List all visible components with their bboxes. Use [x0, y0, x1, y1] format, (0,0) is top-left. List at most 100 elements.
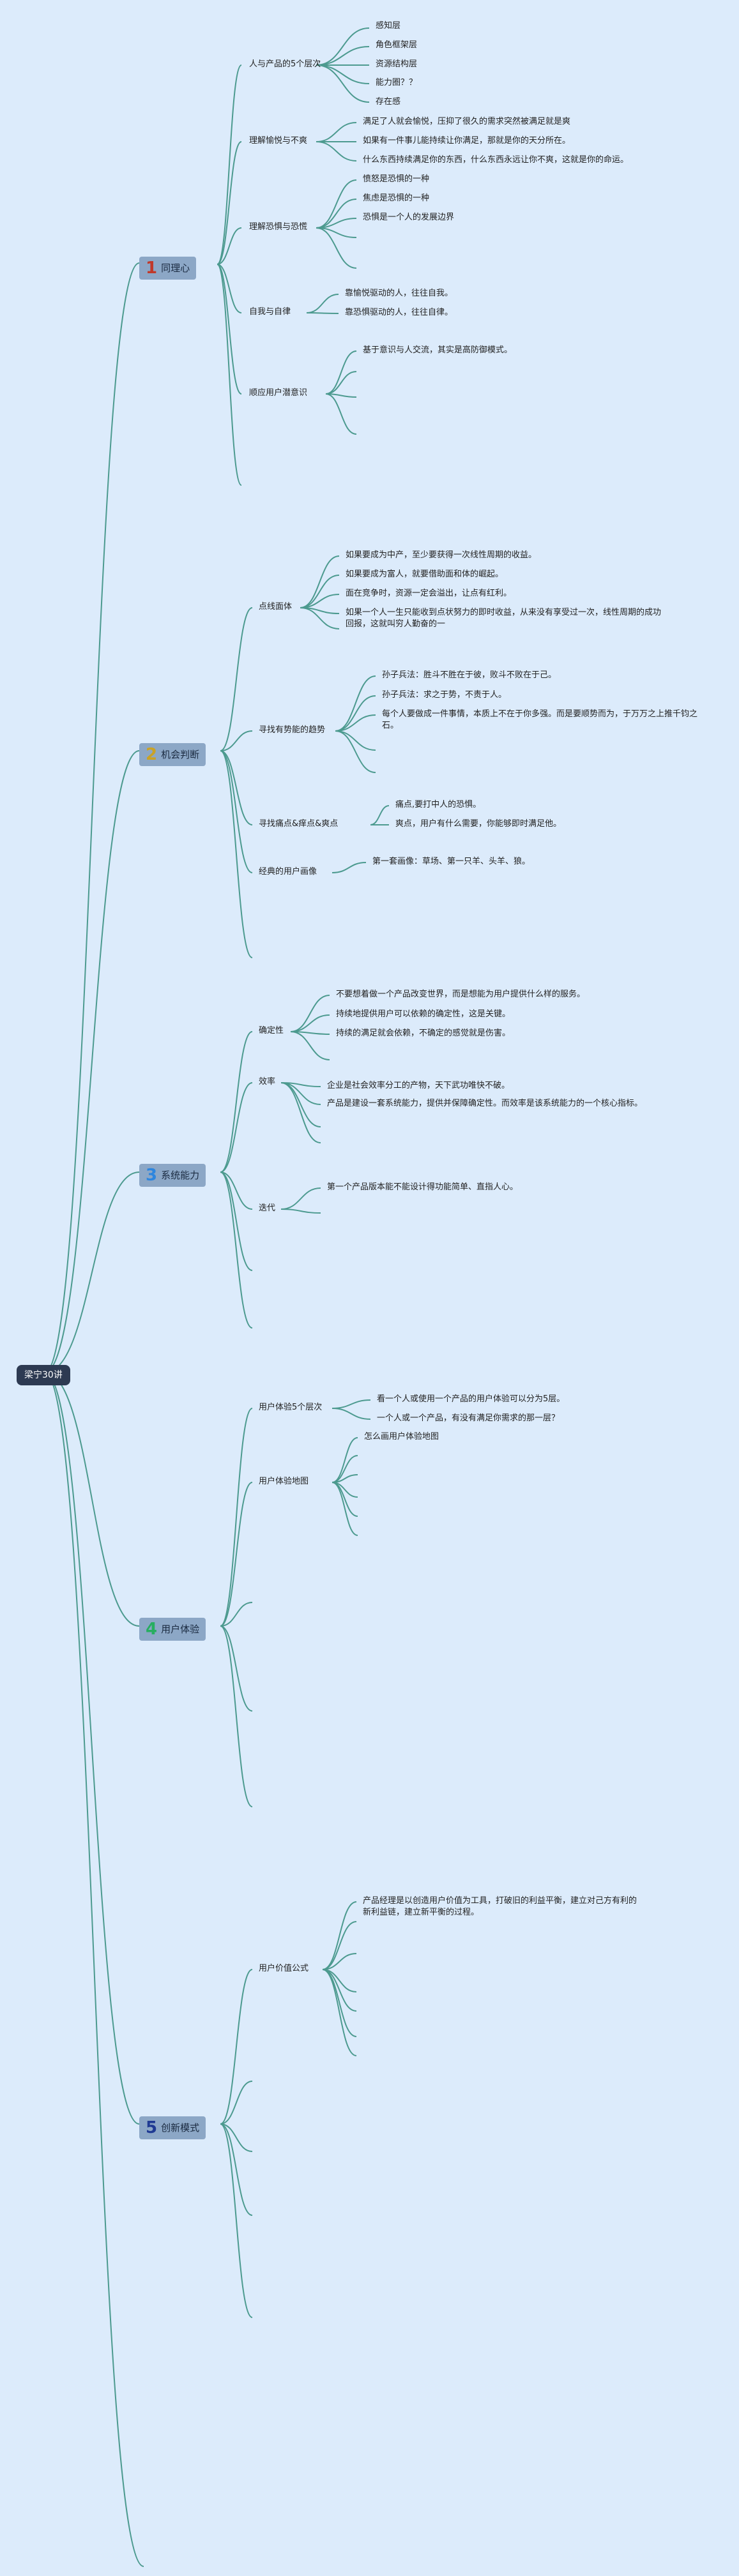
connector-line [217, 264, 242, 313]
topic-node[interactable]: 用户价值公式 [259, 1964, 309, 1973]
connector-line [316, 122, 357, 142]
connector-line [331, 1437, 358, 1483]
topic-node[interactable]: 自我与自律 [249, 307, 291, 317]
connector-line [220, 1625, 253, 1807]
branch-2[interactable]: 2 机会判断 [139, 743, 206, 766]
leaf-node[interactable]: 痛点,要打中人的恐惧。 [395, 800, 482, 810]
topic-node[interactable]: 迭代 [259, 1203, 276, 1213]
connector-line [322, 1953, 357, 1970]
leaf-node[interactable]: 产品是建设一套系统能力，提供并保障确定性。而效率是该系统能力的一个核心指标。 [327, 1099, 643, 1108]
topic-node[interactable]: 寻找有势能的趋势 [259, 725, 326, 735]
leaf-node[interactable]: 孙子兵法：求之于势，不责于人。 [382, 690, 507, 700]
connector-line [44, 1171, 140, 1373]
branch-3[interactable]: 3 系统能力 [139, 1164, 206, 1187]
leaf-node[interactable]: 爽点，用户有什么需要，你能够即时满足他。 [395, 819, 562, 829]
topic-node[interactable]: 经典的用户画像 [259, 867, 317, 877]
leaf-node[interactable]: 靠愉悦驱动的人，往往自我。 [345, 289, 453, 298]
connector-line [220, 1408, 253, 1627]
connector-line [300, 575, 340, 608]
leaf-node[interactable]: 第一套画像：草场、第一只羊、头羊、狼。 [372, 857, 531, 866]
leaf-node[interactable]: 存在感 [376, 97, 401, 107]
connector-line [217, 264, 242, 395]
connector-line [220, 2123, 253, 2216]
leaf-node[interactable]: 第一个产品版本能不能设计得功能简单、直指人心。 [327, 1182, 519, 1192]
leaf-node[interactable]: 持续的满足就会依赖，不确定的感觉就是伤害。 [336, 1028, 511, 1038]
topic-node[interactable]: 点线面体 [259, 602, 293, 612]
leaf-node[interactable]: 面在竞争时，资源一定会溢出，让点有红利。 [346, 589, 512, 598]
connector-line [220, 730, 253, 751]
leaf-node[interactable]: 一个人或一个产品，有没有满足你需求的那一层？ [377, 1413, 560, 1423]
connector-line [306, 294, 339, 313]
topic-node[interactable]: 顺应用户潜意识 [249, 388, 308, 398]
leaf-node[interactable]: 角色框架层 [376, 40, 418, 50]
topic-node[interactable]: 寻找痛点&痒点&爽点 [259, 819, 339, 829]
branch-number: 5 [146, 2118, 158, 2137]
connector-line [220, 1969, 253, 2125]
branch-1[interactable]: 1 同理心 [139, 257, 197, 280]
connector-line [44, 262, 140, 1373]
branch-number: 4 [146, 1620, 158, 1639]
branch-5[interactable]: 5 创新模式 [139, 2116, 206, 2139]
connector-line [316, 227, 357, 269]
connector-line [280, 1082, 321, 1127]
connector-line [220, 750, 253, 825]
branch-number: 3 [146, 1166, 158, 1185]
connector-line [316, 199, 357, 229]
leaf-node[interactable]: 不要想着做一个产品改变世界，而是想能为用户提供什么样的服务。 [336, 990, 586, 999]
leaf-node[interactable]: 资源结构层 [376, 59, 418, 69]
connector-line [290, 1014, 330, 1032]
topic-node[interactable]: 人与产品的5个层次 [249, 59, 321, 69]
leaf-node[interactable]: 愤怒是恐惧的一种 [363, 174, 430, 184]
connector-line [220, 2123, 253, 2318]
connector-line [300, 607, 340, 629]
leaf-node[interactable]: 企业是社会效率分工的产物，天下武功唯快不破。 [327, 1081, 510, 1090]
leaf-node[interactable]: 产品经理是以创造用户价值为工具，打破旧的利益平衡，建立对己方有利的新利益链，建立… [363, 1896, 637, 1917]
connector-line [331, 1399, 371, 1409]
branch-label: 机会判断 [161, 749, 200, 760]
leaf-node[interactable]: 怎么画用户体验地图 [364, 1432, 439, 1442]
branch-number: 2 [146, 745, 158, 764]
leaf-node[interactable]: 靠恐惧驱动的人，往往自律。 [345, 308, 453, 317]
leaf-node[interactable]: 如果要成为中产，至少要获得一次线性周期的收益。 [346, 550, 537, 560]
root-node[interactable]: 梁宁30讲 [17, 1365, 70, 1385]
leaf-node[interactable]: 能力圈？？ [376, 78, 418, 87]
leaf-node[interactable]: 焦虑是恐惧的一种 [363, 193, 430, 203]
leaf-node[interactable]: 恐惧是一个人的发展边界 [363, 213, 455, 222]
leaf-node[interactable]: 持续地提供用户可以依赖的确定性，这是关键。 [336, 1009, 511, 1019]
topic-node[interactable]: 用户体验5个层次 [259, 1403, 323, 1412]
connector-line [325, 393, 357, 435]
leaf-node[interactable]: 如果要成为富人，就要借助面和体的崛起。 [346, 569, 504, 579]
topic-node[interactable]: 理解恐惧与恐慌 [249, 222, 308, 232]
connector-line [335, 730, 376, 751]
connector-line [316, 27, 370, 66]
connector-line [217, 227, 242, 265]
connector-line [217, 64, 242, 265]
branch-label: 创新模式 [161, 2122, 200, 2134]
topic-node[interactable]: 理解愉悦与不爽 [249, 136, 308, 146]
leaf-node[interactable]: 看一个人或使用一个产品的用户体验可以分为5层。 [377, 1394, 565, 1404]
connector-line [290, 1031, 330, 1060]
connector-line [325, 371, 357, 395]
leaf-node[interactable]: 满足了人就会愉悦，压抑了很久的需求突然被满足就是爽 [363, 117, 571, 126]
connector-line [217, 141, 242, 265]
connector-line [220, 2081, 253, 2125]
topic-node[interactable]: 用户体验地图 [259, 1477, 309, 1486]
leaf-node[interactable]: 孙子兵法：胜斗不胜在于彼，败斗不败在于己。 [382, 670, 557, 680]
leaf-node[interactable]: 每个人要做成一件事情，本质上不在于你多强。而是要顺势而为，于万万之上推千钧之石。 [382, 709, 698, 730]
connector-line [44, 1372, 144, 2567]
leaf-node[interactable]: 什么东西持续满足你的东西，什么东西永远让你不爽，这就是你的命运。 [363, 155, 629, 165]
branch-4[interactable]: 4 用户体验 [139, 1618, 206, 1641]
topic-node[interactable]: 效率 [259, 1077, 276, 1087]
connector-line [322, 1969, 357, 2037]
topic-node[interactable]: 确定性 [259, 1026, 284, 1036]
connector-line [220, 1171, 253, 1329]
leaf-node[interactable]: 基于意识与人交流，其实是高防御模式。 [363, 345, 513, 355]
connector-line [300, 555, 340, 608]
leaf-node[interactable]: 如果一个人一生只能收到点状努力的即时收益，从来没有享受过一次，线性周期的成功回报… [346, 608, 662, 629]
branch-label: 用户体验 [161, 1623, 200, 1635]
leaf-node[interactable]: 感知层 [376, 21, 401, 31]
connector-line [280, 1209, 321, 1214]
leaf-node[interactable]: 如果有一件事儿能持续让你满足，那就是你的天分所在。 [363, 136, 571, 146]
connector-line [322, 1901, 357, 1970]
root-label: 梁宁30讲 [24, 1370, 63, 1380]
